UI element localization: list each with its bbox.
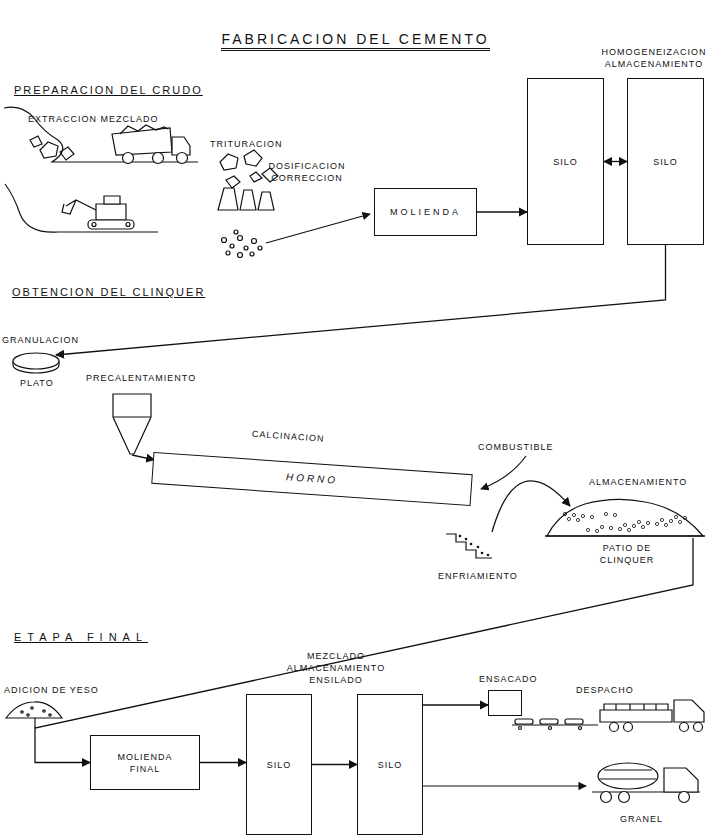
node-text: MOLIENDA <box>390 206 461 218</box>
flow-arrow <box>132 455 154 460</box>
clinker-yard: ALMACENAMIENTOPATIO DE CLINQUER <box>545 492 705 538</box>
section-heading: OBTENCION DEL CLINQUER <box>12 286 205 298</box>
step-label: DESPACHO <box>576 684 634 696</box>
step-label: EXTRACCION MEZCLADO <box>28 113 159 125</box>
flow-arrow <box>200 762 246 763</box>
silo-box: SILO <box>357 694 423 835</box>
silo-box: SILO <box>527 78 604 245</box>
diagram-title: FABRICACION DEL CEMENTO <box>221 31 489 51</box>
step-label: MEZCLADO ALMACENAMIENTO ENSILADO <box>268 650 404 686</box>
node-heading: ENFRIAMIENTO <box>438 570 518 582</box>
cooler: ENFRIAMIENTO <box>446 530 492 562</box>
node-text: MOLIENDA FINAL <box>103 751 187 775</box>
node-text: SILO <box>378 759 403 771</box>
step-label: COMBUSTIBLE <box>478 441 554 453</box>
flow-arrow <box>423 704 488 705</box>
step-label: DOSIFICACION CORRECCION <box>252 160 362 184</box>
node-heading: ALMACENAMIENTO <box>589 476 687 488</box>
silo-box: SILO <box>627 78 704 245</box>
section-heading: ETAPA FINAL <box>14 631 148 643</box>
node-heading: PATIO DE CLINQUER <box>585 542 669 566</box>
node-text: SILO <box>553 156 578 168</box>
node-heading: CALCINACION <box>252 428 325 445</box>
step-label: ADICION DE YESO <box>4 684 99 696</box>
node-heading: PRECALENTAMIENTO <box>86 372 196 384</box>
flow-arrow <box>477 211 527 212</box>
node-heading: ENSACADO <box>479 673 538 685</box>
node-heading: GRANULACION <box>2 334 79 346</box>
granulator-plate: GRANULACIONPLATO <box>12 352 60 374</box>
node-heading: PLATO <box>20 377 54 389</box>
preheater: PRECALENTAMIENTO <box>112 393 152 455</box>
silo-box: SILO <box>246 694 312 835</box>
step-label: HOMOGENEIZACION ALMACENAMIENTO <box>598 46 710 70</box>
process-box: MOLIENDA FINAL <box>90 735 200 790</box>
node-text: SILO <box>267 759 292 771</box>
step-label: TRITURACION <box>210 138 283 150</box>
flow-arrow <box>56 245 666 355</box>
section-heading: PREPARACION DEL CRUDO <box>14 84 203 96</box>
node-text: HORNO <box>286 471 339 487</box>
bagging-box: ENSACADO <box>488 690 522 716</box>
flow-arrow <box>312 764 357 765</box>
flow-arrow <box>604 161 627 162</box>
title-block: FABRICACION DEL CEMENTO <box>0 30 711 48</box>
process-box: MOLIENDA <box>374 188 477 236</box>
kiln: CALCINACIONHORNO <box>151 452 472 506</box>
node-text: SILO <box>653 156 678 168</box>
step-label: GRANEL <box>620 813 663 825</box>
